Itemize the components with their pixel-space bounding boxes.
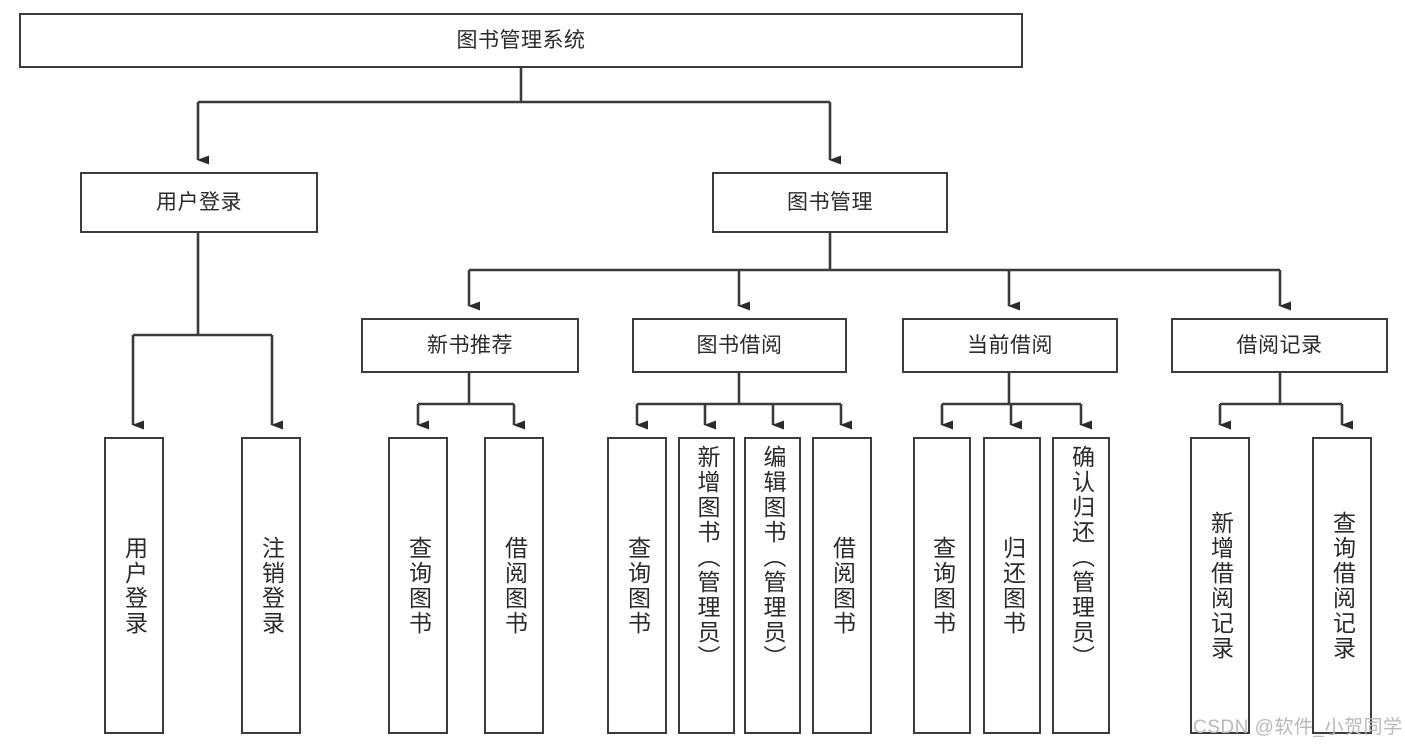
node-new-book-rec[interactable]: 新书推荐 <box>361 318 579 373</box>
node-leaf-add-record[interactable]: 新增借阅记录 <box>1190 437 1250 734</box>
node-leaf-query-book-1-label: 查询图书 <box>405 535 432 636</box>
node-book-borrow-label: 图书借阅 <box>696 333 783 357</box>
node-leaf-query-record-label: 查询借阅记录 <box>1329 510 1356 661</box>
node-new-book-rec-label: 新书推荐 <box>427 333 513 357</box>
node-leaf-query-record[interactable]: 查询借阅记录 <box>1312 437 1372 734</box>
node-leaf-add-book-label: 新增图书（管理员） <box>694 445 720 670</box>
node-leaf-add-book[interactable]: 新增图书（管理员） <box>678 437 735 734</box>
node-borrow-record-label: 借阅记录 <box>1236 333 1323 357</box>
node-leaf-user-logout[interactable]: 注销登录 <box>241 437 301 734</box>
node-leaf-user-login[interactable]: 用户登录 <box>104 437 164 734</box>
node-leaf-edit-book[interactable]: 编辑图书（管理员） <box>744 437 801 734</box>
node-leaf-query-book-2[interactable]: 查询图书 <box>607 437 667 734</box>
node-borrow-record[interactable]: 借阅记录 <box>1171 318 1388 373</box>
node-leaf-user-logout-label: 注销登录 <box>258 535 285 636</box>
node-book-manage[interactable]: 图书管理 <box>712 172 948 233</box>
node-current-borrow[interactable]: 当前借阅 <box>902 318 1118 373</box>
node-leaf-edit-book-label: 编辑图书（管理员） <box>760 445 786 670</box>
node-user-login-label: 用户登录 <box>156 190 242 214</box>
node-leaf-query-book-3-label: 查询图书 <box>929 535 956 636</box>
node-leaf-return-book-label: 归还图书 <box>999 535 1026 636</box>
node-leaf-borrow-book-1[interactable]: 借阅图书 <box>484 437 544 734</box>
node-book-borrow[interactable]: 图书借阅 <box>632 318 847 373</box>
node-root[interactable]: 图书管理系统 <box>19 13 1023 68</box>
node-user-login[interactable]: 用户登录 <box>80 172 318 233</box>
node-book-manage-label: 图书管理 <box>787 190 873 214</box>
node-leaf-query-book-1[interactable]: 查询图书 <box>388 437 448 734</box>
watermark-text: CSDN @软件_小贺同学 <box>1193 717 1403 738</box>
node-leaf-query-book-3[interactable]: 查询图书 <box>913 437 971 734</box>
node-leaf-return-book[interactable]: 归还图书 <box>983 437 1041 734</box>
node-leaf-borrow-book-2-label: 借阅图书 <box>829 535 856 636</box>
node-leaf-user-login-label: 用户登录 <box>121 535 148 636</box>
node-leaf-confirm-return-label: 确认归还（管理员） <box>1068 445 1095 670</box>
node-leaf-add-record-label: 新增借阅记录 <box>1207 510 1234 661</box>
node-leaf-borrow-book-2[interactable]: 借阅图书 <box>812 437 872 734</box>
node-current-borrow-label: 当前借阅 <box>967 333 1053 357</box>
node-root-label: 图书管理系统 <box>456 28 586 52</box>
node-leaf-borrow-book-1-label: 借阅图书 <box>501 535 528 636</box>
node-leaf-confirm-return[interactable]: 确认归还（管理员） <box>1052 437 1110 734</box>
node-leaf-query-book-2-label: 查询图书 <box>624 535 651 636</box>
